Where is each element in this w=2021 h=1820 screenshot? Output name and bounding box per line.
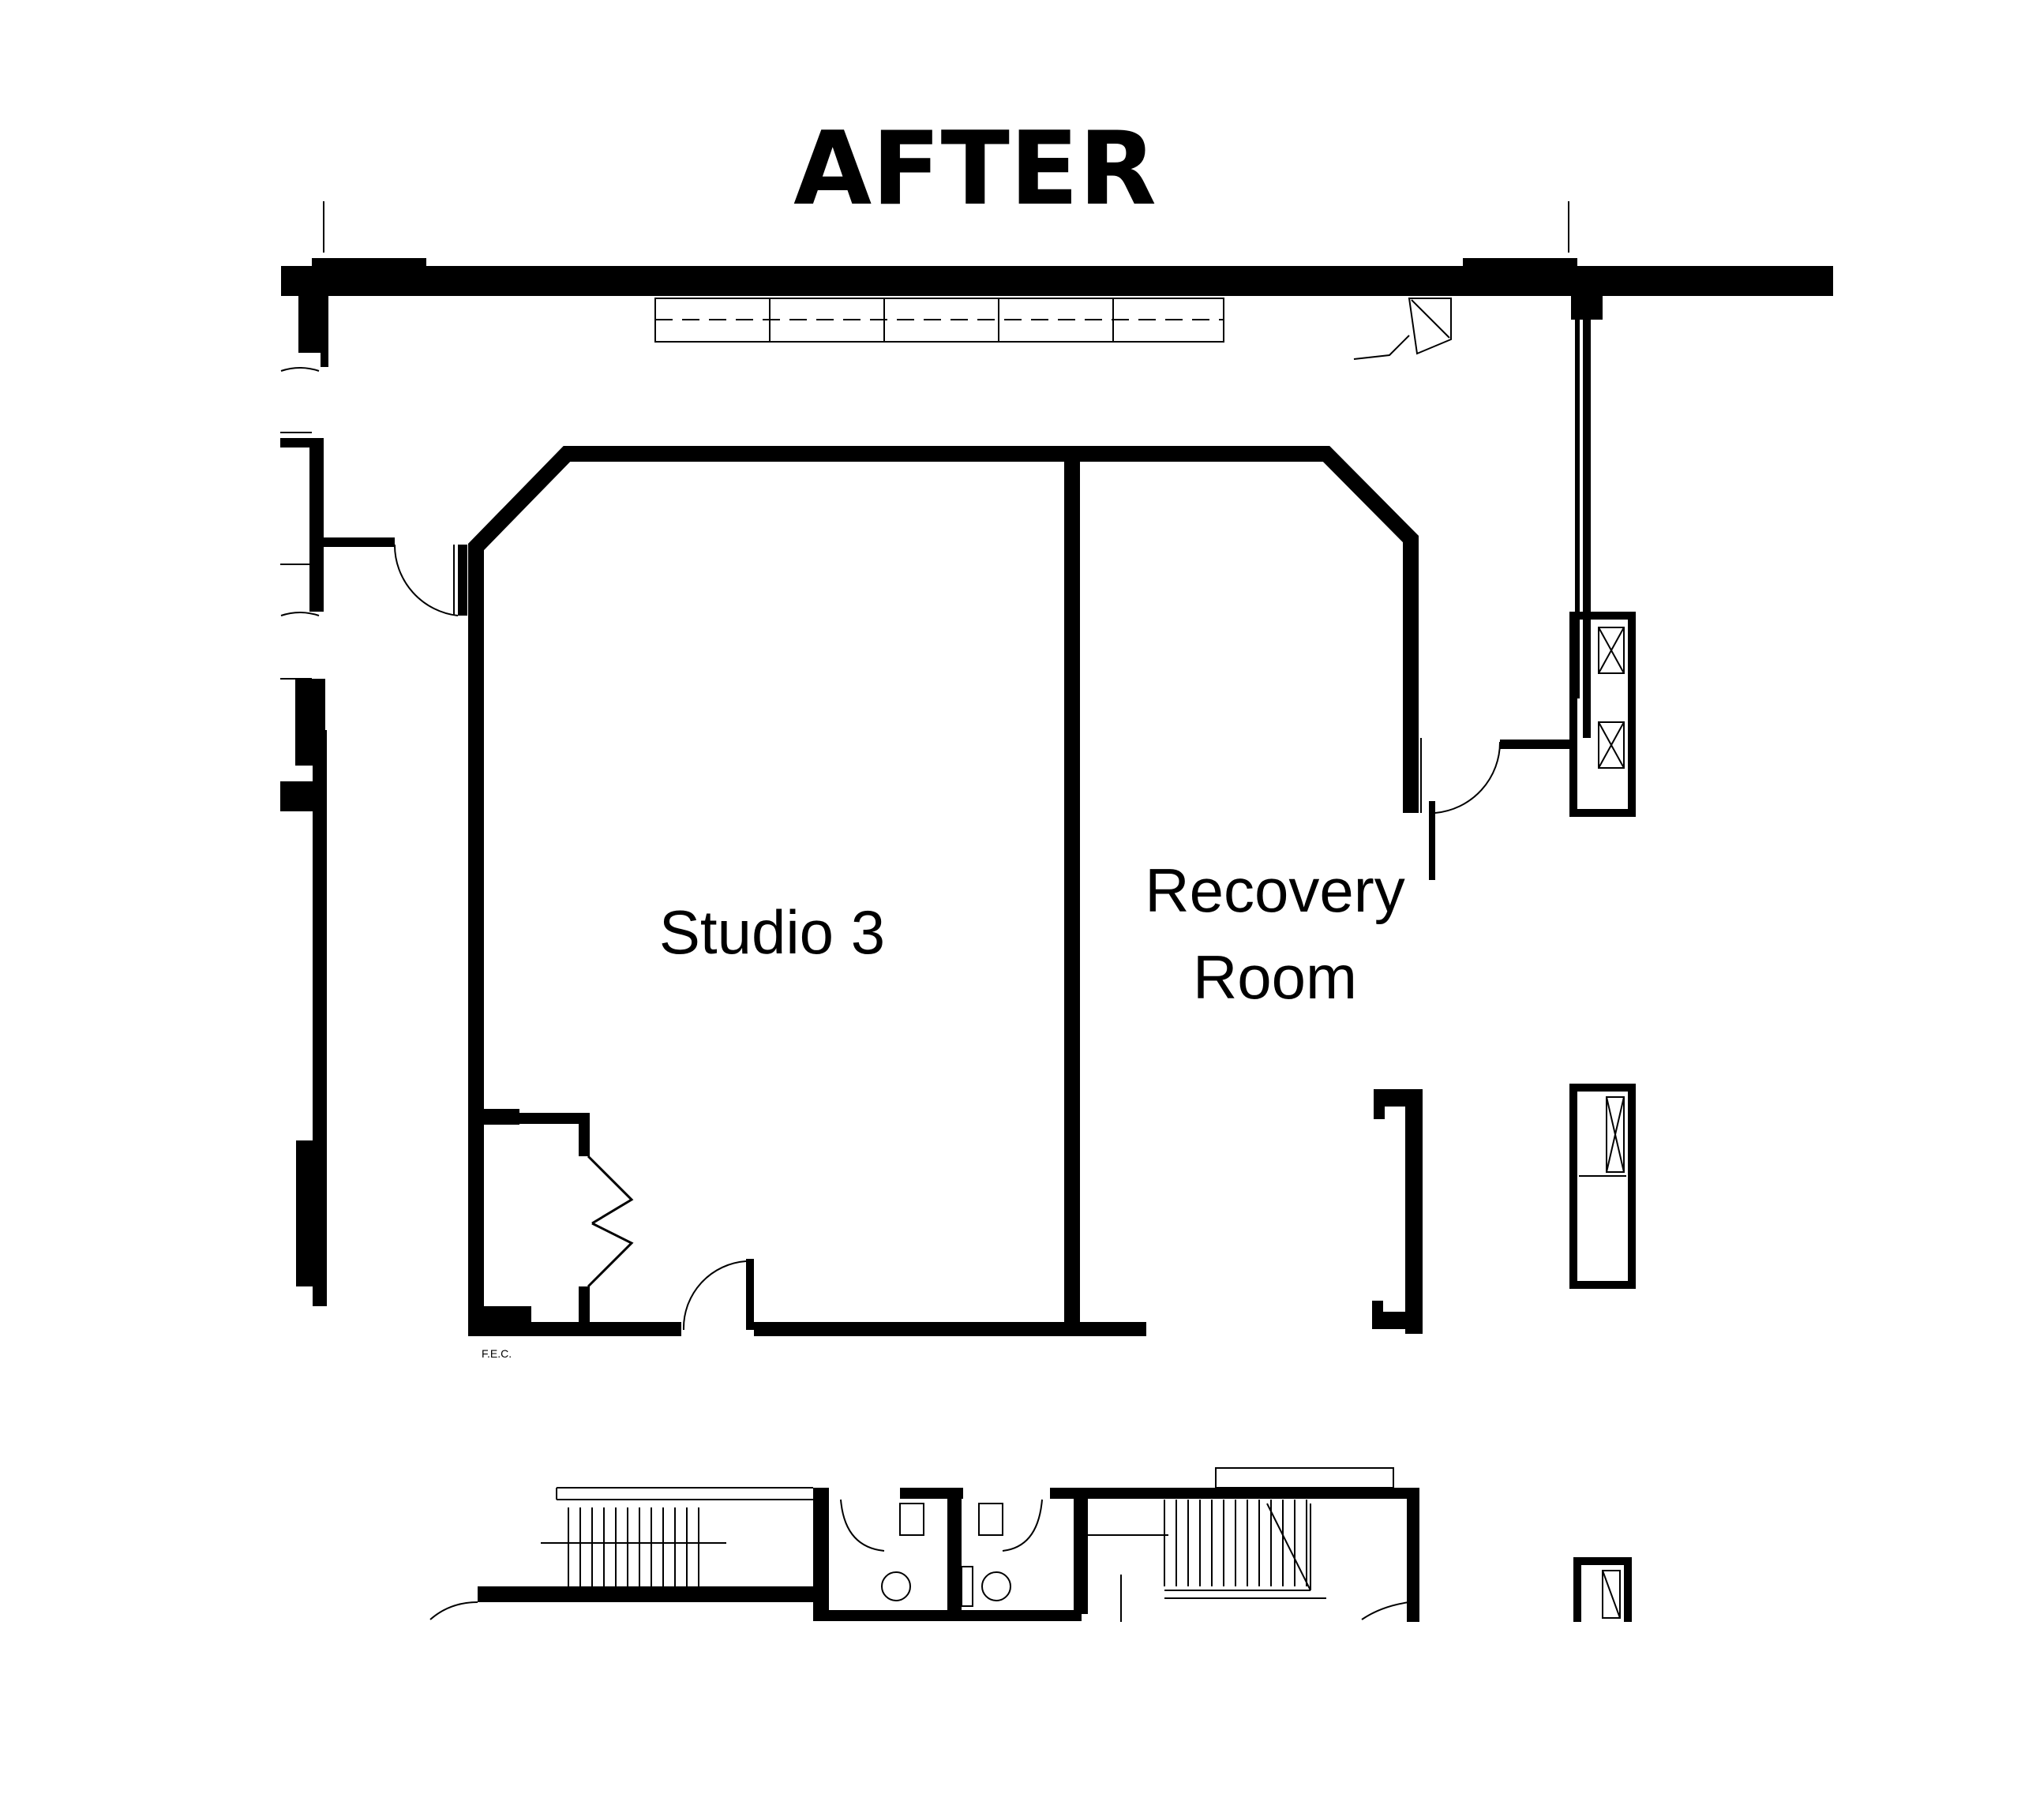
fec-note: F.E.C. xyxy=(482,1347,512,1360)
right-chase-lower xyxy=(1573,1557,1632,1622)
studio-door xyxy=(682,1259,754,1331)
right-chase-upper xyxy=(1569,612,1636,817)
room-label-studio: Studio 3 xyxy=(659,897,885,967)
dimension-lines xyxy=(323,201,1569,253)
studio-walls xyxy=(468,446,1419,1329)
right-chase-upper-inner xyxy=(1598,627,1625,769)
right-bracket-wall xyxy=(1372,1089,1423,1334)
right-wall xyxy=(1571,296,1603,738)
closet-bifold-doors xyxy=(587,1155,634,1288)
room-label-recovery-line2: Room xyxy=(1193,942,1357,1012)
right-chase-middle xyxy=(1569,1084,1636,1289)
left-wall-thin xyxy=(280,367,320,680)
right-chase-lower-inner xyxy=(1602,1570,1621,1619)
bottom-fixtures xyxy=(429,1467,1410,1622)
window-bank xyxy=(654,298,1224,343)
studio-closet xyxy=(476,1109,590,1330)
studio-bottom-wall xyxy=(468,1322,1146,1336)
exterior-wall-top xyxy=(281,258,1833,296)
bottom-walls xyxy=(478,1488,1419,1622)
left-wall xyxy=(280,296,395,1306)
top-right-door xyxy=(1353,298,1452,360)
left-door xyxy=(393,544,467,616)
right-chase-middle-inner xyxy=(1579,1096,1626,1177)
recovery-door xyxy=(1420,738,1571,880)
plan-title: AFTER xyxy=(793,110,1157,228)
room-label-recovery-line1: Recovery xyxy=(1145,856,1404,925)
